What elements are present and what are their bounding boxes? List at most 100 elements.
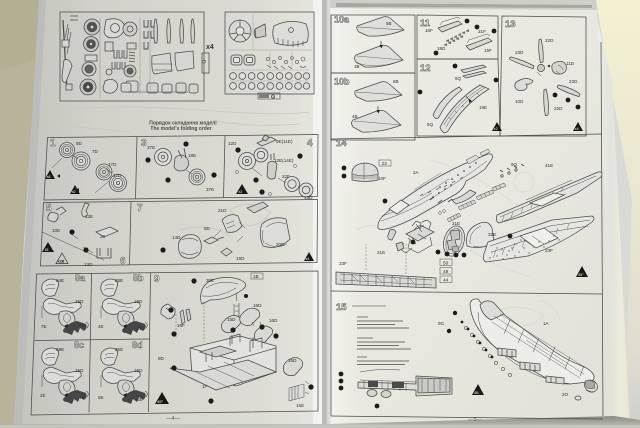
svg-text:9Q: 9Q (511, 162, 518, 167)
svg-text:21F: 21F (478, 29, 486, 34)
svg-text:2E: 2E (40, 393, 46, 398)
svg-text:—5—: —5— (468, 417, 483, 423)
svg-text:15D: 15D (134, 368, 143, 373)
svg-text:12E(14E): 12E(14E) (274, 158, 294, 163)
svg-text:2O: 2O (562, 392, 569, 397)
svg-text:3B: 3B (354, 64, 360, 69)
svg-text:23F: 23F (339, 261, 347, 266)
svg-text:23: 23 (382, 161, 388, 167)
svg-text:12D: 12D (228, 141, 237, 146)
svg-text:49: 49 (443, 269, 449, 275)
svg-text:35E: 35E (115, 347, 123, 352)
svg-text:x2: x2 (72, 190, 76, 194)
svg-text:9G: 9G (438, 321, 445, 326)
svg-text:6B: 6B (393, 79, 399, 84)
svg-text:16D: 16D (269, 318, 278, 323)
svg-text:36E: 36E (115, 278, 123, 283)
svg-text:15E: 15E (296, 403, 304, 408)
svg-text:13E: 13E (85, 214, 93, 219)
svg-text:9E(11E): 9E(11E) (276, 139, 293, 144)
svg-text:1A: 1A (543, 321, 550, 326)
svg-text:19E: 19E (479, 105, 487, 110)
svg-text:5E: 5E (98, 395, 104, 400)
svg-text:15D: 15D (75, 299, 84, 304)
svg-text:45°: 45° (578, 273, 584, 277)
svg-text:6E: 6E (137, 397, 143, 402)
svg-text:8b: 8b (133, 273, 144, 283)
svg-text:x2: x2 (238, 190, 242, 194)
svg-text:1E: 1E (79, 395, 85, 400)
svg-text:15: 15 (336, 302, 347, 313)
svg-text:Порядок складання моделі: Порядок складання моделі (149, 121, 217, 127)
svg-text:23F: 23F (545, 248, 553, 253)
svg-text:16D: 16D (288, 358, 297, 363)
svg-text:19D: 19D (236, 256, 245, 261)
svg-text:6: 6 (120, 256, 126, 267)
svg-text:4E: 4E (98, 324, 104, 329)
svg-text:5B: 5B (386, 21, 392, 26)
svg-text:x2: x2 (494, 127, 498, 131)
svg-text:10E: 10E (52, 228, 60, 233)
svg-text:32E: 32E (488, 232, 496, 237)
svg-text:8d: 8d (132, 340, 143, 350)
svg-text:45: 45 (45, 248, 49, 252)
svg-text:41E: 41E (545, 163, 553, 168)
svg-text:50: 50 (443, 261, 449, 267)
svg-text:7D: 7D (92, 149, 99, 154)
svg-text:2A: 2A (413, 170, 420, 175)
svg-text:5: 5 (46, 203, 52, 214)
svg-text:x4: x4 (206, 44, 214, 51)
svg-text:x8: x8 (47, 175, 51, 179)
svg-text:10F: 10F (378, 176, 386, 181)
svg-text:8a: 8a (75, 273, 86, 283)
svg-text:37E: 37E (147, 145, 155, 150)
svg-text:44: 44 (443, 278, 449, 284)
svg-text:18D: 18D (437, 46, 446, 51)
svg-text:4B: 4B (474, 391, 479, 395)
svg-text:12: 12 (420, 63, 431, 74)
svg-text:—4—: —4— (166, 416, 181, 422)
svg-text:1F: 1F (202, 384, 208, 389)
svg-text:21E: 21E (377, 250, 385, 255)
svg-text:4B: 4B (352, 114, 358, 119)
svg-text:11D: 11D (566, 61, 575, 66)
svg-text:x4: x4 (306, 257, 310, 261)
svg-text:45°: 45° (157, 399, 163, 404)
svg-text:15D: 15D (134, 299, 143, 304)
svg-text:9D: 9D (158, 356, 165, 361)
svg-text:7: 7 (137, 203, 143, 214)
svg-text:22D: 22D (569, 79, 578, 84)
svg-text:16D: 16D (253, 303, 262, 308)
svg-text:7E: 7E (41, 324, 47, 329)
svg-text:10a: 10a (334, 15, 350, 25)
svg-text:23D: 23D (515, 50, 524, 55)
svg-text:15D: 15D (75, 368, 84, 373)
svg-text:G: G (271, 95, 275, 101)
svg-text:18E: 18E (188, 153, 196, 158)
svg-text:15D: 15D (227, 317, 236, 322)
svg-text:37E: 37E (206, 187, 214, 192)
svg-text:8D: 8D (204, 226, 211, 231)
svg-text:1: 1 (50, 138, 56, 149)
svg-text:6Q: 6Q (455, 76, 462, 81)
svg-text:30E: 30E (206, 278, 214, 283)
svg-text:20: 20 (100, 234, 106, 239)
svg-text:17D: 17D (113, 173, 122, 178)
svg-text:13: 13 (505, 19, 516, 30)
svg-text:22D: 22D (545, 38, 554, 43)
svg-text:13D: 13D (304, 195, 313, 200)
svg-text:16F: 16F (177, 323, 185, 328)
svg-text:22D: 22D (554, 106, 563, 111)
svg-text:15F: 15F (425, 28, 433, 33)
svg-text:14D: 14D (172, 235, 181, 240)
svg-text:39E: 39E (56, 347, 64, 352)
svg-text:20D: 20D (276, 242, 285, 247)
svg-text:15F: 15F (484, 48, 492, 53)
svg-text:10b: 10b (334, 77, 350, 87)
svg-text:8c: 8c (74, 340, 84, 350)
svg-text:34E: 34E (56, 278, 64, 283)
svg-text:21D: 21D (218, 208, 227, 213)
svg-text:1B: 1B (253, 274, 259, 279)
svg-text:10D: 10D (515, 99, 524, 104)
svg-text:5Q: 5Q (427, 122, 434, 127)
